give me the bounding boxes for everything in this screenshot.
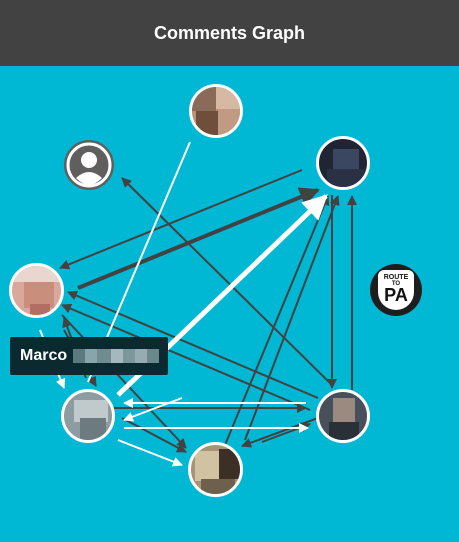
user-avatar-node[interactable]: [189, 84, 243, 138]
user-avatar-node[interactable]: [188, 442, 243, 497]
badge-top-text: ROUTE: [383, 274, 409, 281]
graph-edge[interactable]: [77, 187, 320, 290]
graph-edge[interactable]: [117, 439, 183, 467]
user-avatar-node[interactable]: [9, 263, 64, 318]
route-to-pa-badge[interactable]: ROUTE TO PA: [370, 264, 422, 316]
badge-main-text: PA: [384, 285, 408, 305]
graph-edge[interactable]: [59, 169, 303, 270]
user-avatar-node[interactable]: [61, 389, 115, 443]
badge-mid-text: TO: [391, 281, 401, 287]
person-icon: [66, 142, 112, 188]
graph-edge[interactable]: [121, 417, 187, 453]
graph-edge[interactable]: [244, 195, 340, 441]
page-title: Comments Graph: [153, 22, 306, 43]
graph-edge[interactable]: [61, 303, 311, 411]
user-avatar-node[interactable]: [316, 389, 370, 443]
default-user-icon[interactable]: [64, 140, 114, 190]
app-header: Comments Graph: [0, 0, 459, 66]
comments-graph-canvas[interactable]: ROUTE TO PA Marco: [0, 66, 459, 542]
graph-edge[interactable]: [123, 397, 183, 422]
graph-edge[interactable]: [241, 417, 319, 448]
user-avatar-node[interactable]: [316, 136, 370, 190]
graph-edge[interactable]: [121, 177, 331, 384]
tooltip-name: Marco: [20, 347, 68, 364]
graph-edge[interactable]: [261, 422, 311, 443]
graph-edge[interactable]: [67, 290, 319, 399]
graph-edges: [39, 141, 357, 467]
tooltip-name-redacted: [73, 349, 160, 363]
user-name-tooltip: Marco: [10, 337, 168, 375]
